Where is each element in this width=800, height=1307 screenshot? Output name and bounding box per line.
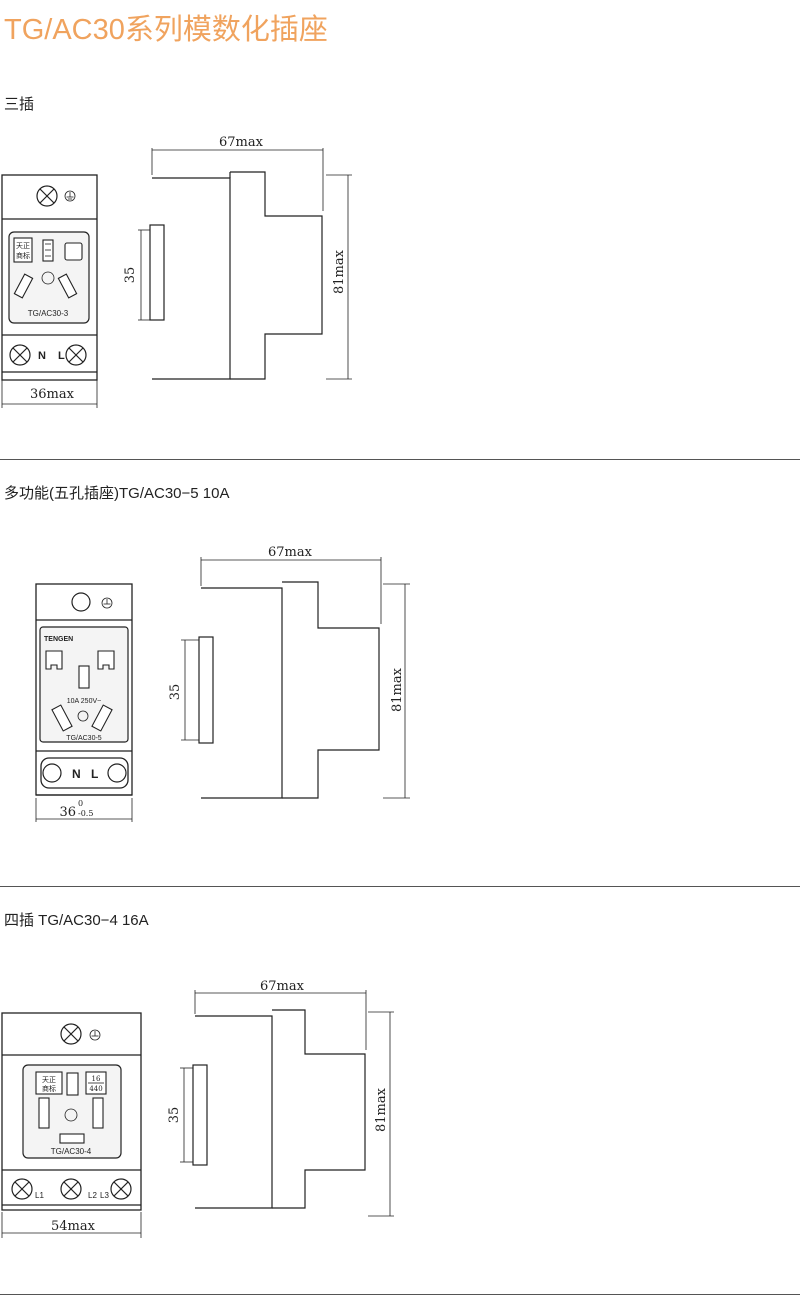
rail-dimension: 35 [123,267,138,284]
section-label-five-hole: 多功能(五孔插座)TG/AC30−5 10A [4,485,230,502]
socket-hole-l3 [92,1097,104,1129]
side-height-dimension: 81max [374,1087,389,1132]
brand-line-1: 天正 [42,1076,56,1084]
brand-line-2: 商标 [42,1084,56,1093]
rating-top: 16 [92,1075,101,1083]
terminal-label-l2: L2 [88,1191,97,1200]
model-label: TG/AC30-5 [66,735,102,742]
terminal-label-n: N [38,350,46,362]
terminal-screw-n-icon [42,763,62,783]
terminal-screw-l1-icon [11,1178,33,1200]
certification-mark [13,237,33,263]
side-view: 67max 35 81max [123,135,352,380]
socket-hole-neutral [59,1133,85,1144]
five-hole-drawing: TENGEN 10A 250V~ TG/AC30-5 N L 36 0 -0.5… [35,545,410,822]
terminal-screw-l3-icon [110,1178,132,1200]
model-label: TG/AC30-3 [28,309,69,318]
section-divider [0,1294,800,1295]
side-width-dimension: 67max [219,135,264,150]
three-pin-drawing: 天正 商标 TG/AC30-3 N L 36max 67max 35 [1,135,352,408]
section-divider [0,886,800,887]
front-view: TENGEN 10A 250V~ TG/AC30-5 N L 36 0 -0.5 [35,583,133,822]
front-view: 天正 商标 16 440 TG/AC30-4 L1 L2 L3 54max [1,1012,142,1238]
certification-mark [35,1071,63,1095]
model-label: TG/AC30-4 [51,1147,92,1156]
terminal-label-l3: L3 [100,1191,109,1200]
socket-hole-left [13,273,34,299]
socket-hole-two-pin-left [45,650,63,670]
section-divider [0,459,800,460]
indicator-window [64,242,83,261]
side-height-dimension: 81max [390,667,405,712]
socket-hole-l1 [38,1097,50,1129]
brand-line-1: 天正 [16,242,30,250]
rail-dimension: 35 [168,684,183,701]
brand-label: TENGEN [44,636,73,643]
side-width-dimension: 67max [268,545,313,560]
front-width-dimension: 36max [30,387,75,402]
socket-hole-right [91,704,113,732]
terminal-screw-n-icon [9,344,31,366]
earth-symbol-icon [89,1029,101,1041]
side-height-dimension: 81max [332,249,347,294]
terminal-screw-l-icon [107,763,127,783]
rail-dimension: 35 [167,1107,182,1124]
rating-label: 10A 250V~ [67,698,101,705]
socket-hole-right [57,273,78,299]
front-width-dimension: 54max [51,1219,96,1234]
ccc-mark-icon [41,271,55,285]
section-label-three-pin: 三插 [4,96,35,113]
terminal-label-l: L [58,350,65,362]
front-width-dimension: 36 [59,805,76,820]
terminal-block [40,757,129,789]
socket-hole-left [51,704,73,732]
earth-symbol-icon [101,597,113,609]
front-width-tolerance-lower: -0.5 [78,809,93,818]
terminal-screw-l2-icon [60,1178,82,1200]
ccc-mark-icon [64,1108,78,1122]
front-width-tolerance-upper: 0 [78,799,83,808]
side-view: 67max 35 81max [168,545,410,799]
terminal-label-l: L [91,767,98,781]
socket-hole-earth [78,665,90,689]
section-label-four-pin: 四插 TG/AC30−4 16A [4,912,149,929]
terminal-label-n: N [72,767,81,781]
brand-line-2: 商标 [16,251,30,260]
earth-symbol-icon [64,190,76,202]
earth-screw-icon [60,1023,82,1045]
side-view: 67max 35 81max [167,979,394,1217]
socket-hole-two-pin-right [97,650,115,670]
page-title: TG/AC30系列模数化插座 [4,14,328,46]
earth-screw-icon [36,185,58,207]
terminal-screw-l-icon [65,344,87,366]
ccc-mark-icon [77,710,89,722]
socket-hole-earth [66,1072,79,1096]
socket-hole-earth [42,239,54,262]
side-width-dimension: 67max [260,979,305,994]
rating-bottom: 440 [89,1085,102,1093]
four-pin-drawing: 天正 商标 16 440 TG/AC30-4 L1 L2 L3 54max [1,979,394,1238]
indicator-lamp-icon [71,592,91,612]
terminal-label-l1: L1 [35,1191,44,1200]
front-view: 天正 商标 TG/AC30-3 N L 36max [1,174,98,408]
